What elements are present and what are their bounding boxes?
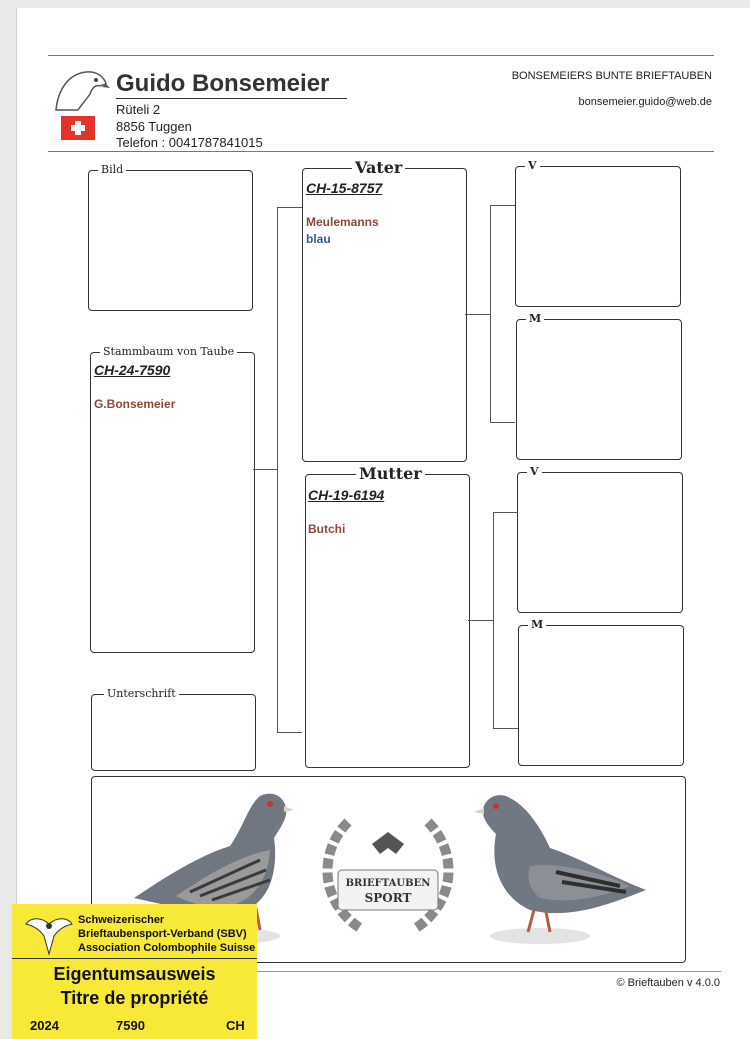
subject-label: Stammbaum von Taube xyxy=(100,345,238,358)
mother-label: Mutter xyxy=(356,464,425,483)
maternal-grandmother-box xyxy=(518,625,684,766)
owner-street: Rüteli 2 xyxy=(116,102,161,117)
father-grandparents-connector xyxy=(490,205,515,423)
signature-label: Unterschrift xyxy=(104,687,179,700)
mother-ring-number: CH-19-6194 xyxy=(308,487,385,503)
father-line: Meulemanns xyxy=(306,215,379,229)
maternal-grandmother-label: M xyxy=(528,618,547,631)
sticker-org-line2: Brieftaubensport-Verband (SBV) xyxy=(78,928,247,940)
sticker-org-line3: Association Colombophile Suisse xyxy=(78,942,256,954)
copyright-footer: © Brieftauben v 4.0.0 xyxy=(616,977,720,989)
sticker-org-line1: Schweizerischer xyxy=(78,914,165,926)
ownership-sticker: Schweizerischer Brieftaubensport-Verband… xyxy=(12,904,257,1039)
owner-phone: Telefon : 0041787841015 xyxy=(116,135,263,150)
maternal-grandfather-box xyxy=(517,472,683,613)
brieftauben-sport-badge: BRIEFTAUBEN SPORT xyxy=(322,818,454,933)
pigeon-head-logo xyxy=(55,71,110,111)
subject-parents-connector xyxy=(277,207,302,733)
sticker-title-fr: Titre de propriété xyxy=(60,988,209,1008)
sticker-year: 2024 xyxy=(30,1018,59,1033)
subject-box xyxy=(90,352,255,653)
photo-box xyxy=(88,170,253,311)
father-connector-tick xyxy=(465,314,490,315)
club-name: BONSEMEIERS BUNTE BRIEFTAUBEN xyxy=(511,70,712,82)
subject-ring-number: CH-24-7590 xyxy=(94,362,171,378)
signature-box xyxy=(91,694,256,771)
footer-rule xyxy=(91,971,721,972)
photo-label: Bild xyxy=(98,163,127,176)
maternal-grandfather-label: V xyxy=(527,465,542,478)
sticker-number: 7590 xyxy=(116,1018,145,1033)
paternal-grandfather-box xyxy=(515,166,681,307)
mother-line: Butchi xyxy=(308,522,346,536)
swiss-flag-icon xyxy=(61,116,95,140)
badge-line1: BRIEFTAUBEN xyxy=(346,878,431,889)
subject-connector-tick xyxy=(253,469,277,470)
dove-emblem-icon xyxy=(25,918,73,956)
paternal-grandmother-label: M xyxy=(526,312,545,325)
header-bottom-rule xyxy=(48,151,714,152)
paternal-grandmother-box xyxy=(516,319,682,460)
badge-line2: SPORT xyxy=(365,891,412,905)
header-top-rule xyxy=(48,55,714,56)
sticker-country: CH xyxy=(226,1018,245,1033)
owner-name: Guido Bonsemeier xyxy=(116,70,348,99)
subject-breeder: G.Bonsemeier xyxy=(94,397,176,411)
sticker-rule-top xyxy=(12,958,257,959)
owner-city: 8856 Tuggen xyxy=(116,119,192,134)
father-box xyxy=(302,168,467,462)
father-color: blau xyxy=(306,232,331,246)
mother-grandparents-connector xyxy=(493,512,518,729)
mother-box xyxy=(305,474,470,768)
right-pigeon-illustration xyxy=(474,795,646,944)
sticker-title-de: Eigentumsausweis xyxy=(53,964,216,984)
mother-connector-tick xyxy=(468,620,493,621)
paternal-grandfather-label: V xyxy=(525,159,540,172)
father-ring-number: CH-15-8757 xyxy=(306,180,383,196)
father-label: Vater xyxy=(352,158,406,177)
owner-email: bonsemeier.guido@web.de xyxy=(578,96,712,108)
